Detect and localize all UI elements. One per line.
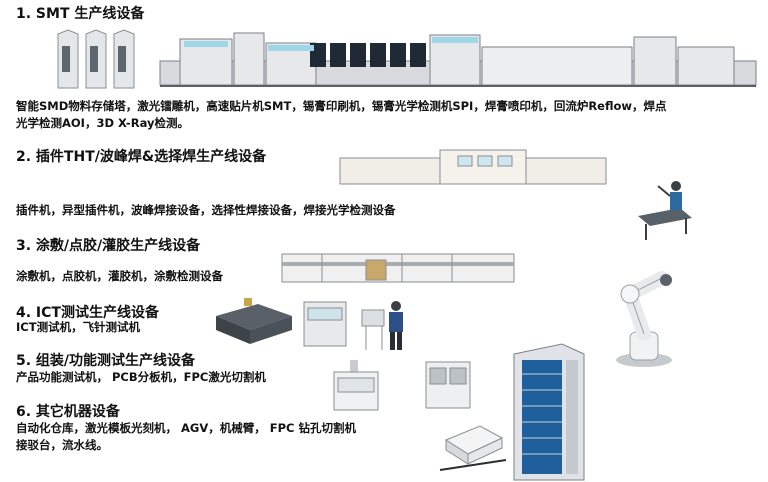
laser-cutter <box>425 361 471 409</box>
section-3-line-1: 涂敷机，点胶机，灌胶机，涂敷检测设备 <box>16 269 223 283</box>
coating-line <box>281 253 515 283</box>
flying-probe-tester <box>303 301 347 347</box>
section-4-line-1: ICT测试机，飞针测试机 <box>16 320 141 334</box>
operator-at-station <box>361 301 403 350</box>
agv-vehicle <box>439 425 507 471</box>
section-4-heading: 4. ICT测试生产线设备 <box>16 305 159 321</box>
section-5-heading: 5. 组装/功能测试生产线设备 <box>16 353 196 369</box>
section-5-line-1: 产品功能测试机， PCB分板机，FPC激光切割机 <box>16 370 266 384</box>
section-1-line-1: 智能SMD物料存储塔，激光镭雕机，高速贴片机SMT，锡膏印刷机，锡膏光学检测机S… <box>16 99 667 113</box>
section-2-heading: 2. 插件THT/波峰焊&选择焊生产线设备 <box>16 149 267 165</box>
smt-line <box>159 32 757 87</box>
smd-storage-towers <box>57 29 135 89</box>
depaneling-machine <box>333 360 379 411</box>
ict-tester <box>216 298 292 344</box>
automated-warehouse <box>513 343 585 481</box>
section-2-line-1: 插件机，异型插件机，波峰焊接设备，选择性焊接设备，焊接光学检测设备 <box>16 203 396 217</box>
section-6-line-1: 自动化仓库，激光模板光刻机， AGV，机械臂， FPC 钻孔切割机 <box>16 421 356 435</box>
section-6-line-2: 接驳台，流水线。 <box>16 438 108 452</box>
technician-at-workbench <box>638 181 692 240</box>
section-1-line-2: 光学检测AOI，3D X-Ray检测。 <box>16 116 189 130</box>
section-6-heading: 6. 其它机器设备 <box>16 404 120 420</box>
section-3-heading: 3. 涂敷/点胶/灌胶生产线设备 <box>16 238 201 254</box>
section-1-heading: 1. SMT 生产线设备 <box>16 6 145 22</box>
robot-arm <box>616 271 672 367</box>
tht-wave-line <box>339 149 607 185</box>
